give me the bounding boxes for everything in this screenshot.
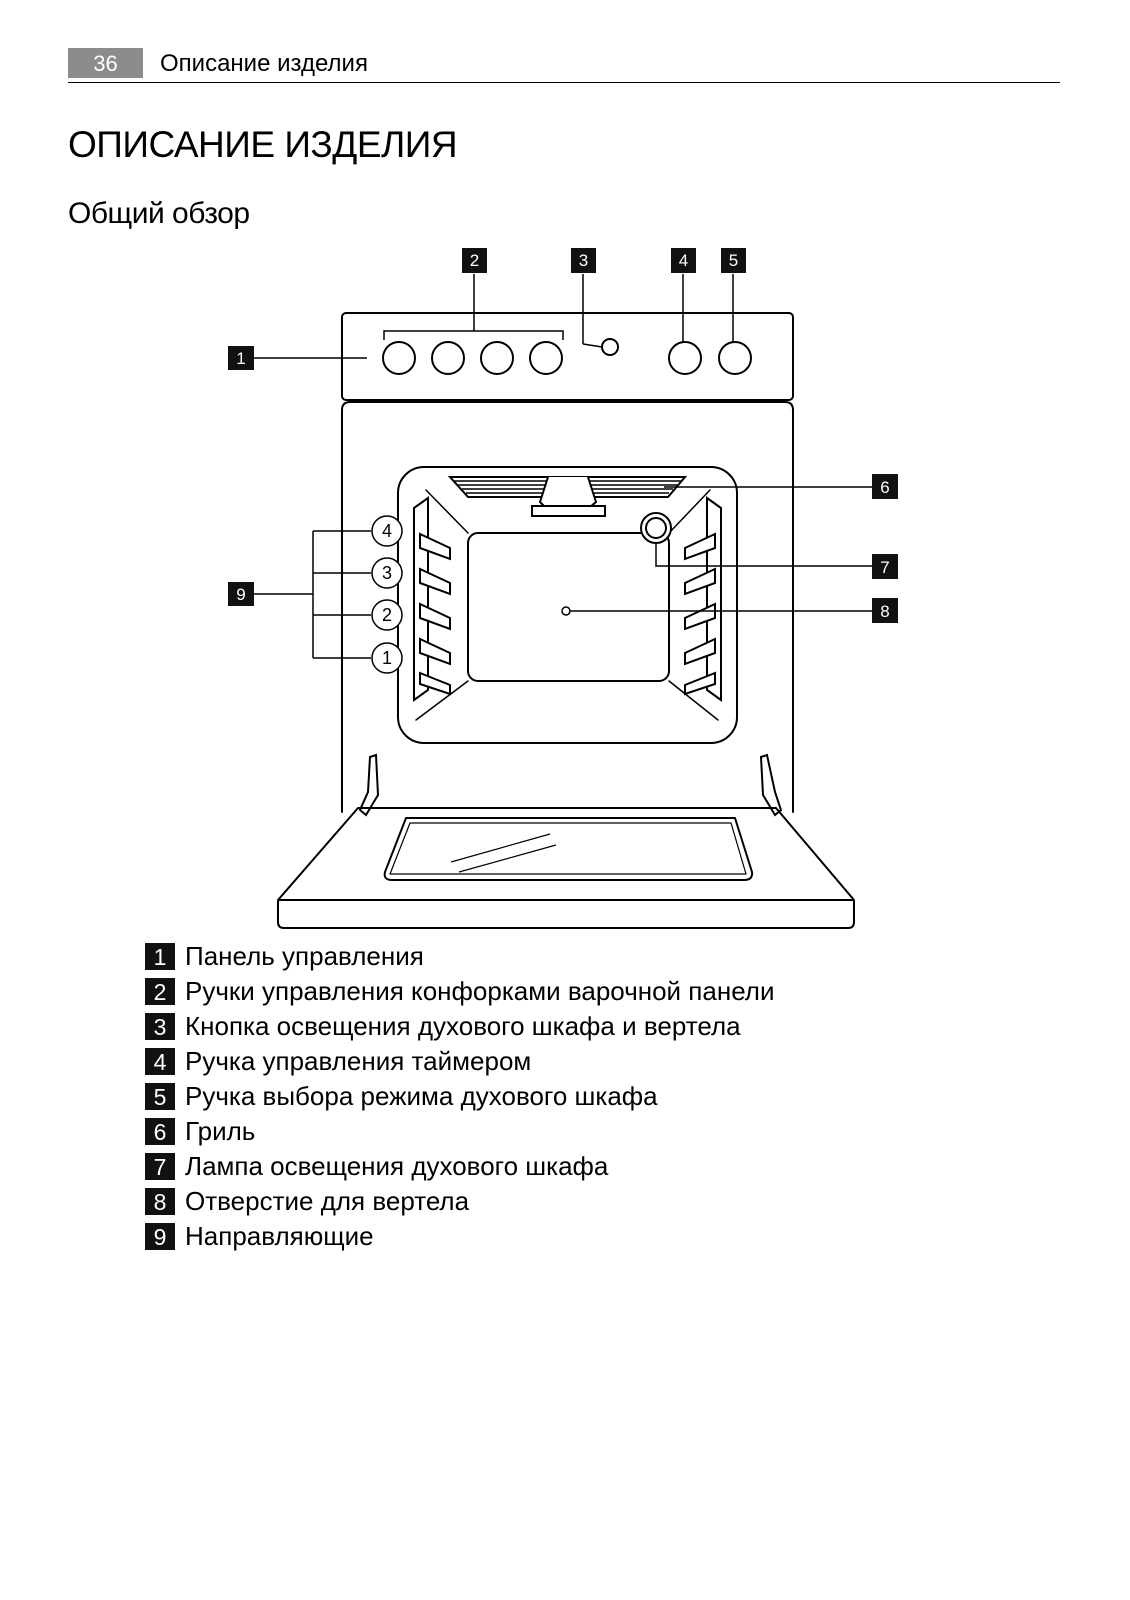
- legend-text: Ручки управления конфорками варочной пан…: [185, 976, 775, 1006]
- legend-item: 8 Отверстие для вертела: [145, 1184, 775, 1219]
- legend-text: Кнопка освещения духового шкафа и вертел…: [185, 1011, 741, 1041]
- leader-lines: [254, 274, 872, 659]
- callout-3-box: [571, 248, 596, 273]
- legend-item: 9 Направляющие: [145, 1219, 775, 1254]
- callout-7-box: [872, 554, 898, 579]
- shelf-level-marker: [371, 515, 403, 547]
- legend-number: 3: [145, 1013, 175, 1040]
- callout-4: 4: [679, 251, 688, 270]
- hob-knob-icon: [529, 341, 563, 375]
- legend-item: 3 Кнопка освещения духового шкафа и верте…: [145, 1009, 775, 1044]
- callout-8-box: [872, 598, 898, 623]
- legend-text: Гриль: [185, 1116, 256, 1146]
- callout-9: 9: [236, 585, 245, 604]
- legend-item: 7 Лампа освещения духового шкафа: [145, 1149, 775, 1184]
- shelf-level-2: 2: [382, 605, 392, 625]
- callout-5: 5: [729, 251, 738, 270]
- legend-text: Панель управления: [185, 941, 424, 971]
- page-number: 36: [68, 48, 143, 78]
- legend-item: 2 Ручки управления конфорками варочной па…: [145, 974, 775, 1009]
- legend-list: 1 Панель управления 2 Ручки управления кон…: [145, 939, 775, 1254]
- callout-1: 1: [236, 349, 245, 368]
- grill-element: [447, 476, 688, 517]
- legend-text: Отверстие для вертела: [185, 1186, 470, 1216]
- callout-7: 7: [880, 558, 889, 577]
- callout-2-box: [462, 248, 487, 273]
- legend-item: 5 Ручка выбора режима духового шкафа: [145, 1079, 775, 1114]
- legend-item: 4 Ручка управления таймером: [145, 1044, 775, 1079]
- legend-item: 1 Панель управления: [145, 939, 775, 974]
- callout-6-box: [872, 474, 898, 499]
- oven-lamp-icon: [640, 512, 672, 544]
- shelf-guides-right: [684, 496, 722, 702]
- legend-item: 6 Гриль: [145, 1114, 775, 1149]
- shelf-level-marker: [371, 599, 403, 631]
- callout-9-box: [228, 582, 254, 606]
- legend-text: Ручка управления таймером: [185, 1046, 532, 1076]
- oven-door: [277, 807, 855, 929]
- running-title: Описание изделия: [160, 50, 368, 77]
- legend-number: 8: [145, 1188, 175, 1215]
- page-header: 36 Описание изделия: [68, 48, 1060, 84]
- oven-body: [341, 401, 794, 813]
- legend-number: 4: [145, 1048, 175, 1075]
- legend-number: 7: [145, 1153, 175, 1180]
- callout-6: 6: [880, 478, 889, 497]
- shelf-guides-left: [413, 496, 451, 702]
- legend-text: Лампа освещения духового шкафа: [185, 1151, 609, 1181]
- door-hinges: [358, 753, 783, 817]
- legend-number: 6: [145, 1118, 175, 1145]
- shelf-level-marker: [371, 642, 403, 674]
- timer-knob-icon: [668, 341, 702, 375]
- header-rule: [68, 82, 1060, 83]
- shelf-level-1: 1: [382, 648, 392, 668]
- hob-knob-icon: [480, 341, 514, 375]
- shelf-level-marker: [371, 557, 403, 589]
- hob-knob-icon: [382, 341, 416, 375]
- callout-1-box: [228, 346, 254, 370]
- section-title: Общий обзор: [68, 197, 250, 230]
- spit-hole-icon: [561, 606, 571, 616]
- callout-8: 8: [880, 602, 889, 621]
- hob-knob-icon: [431, 341, 465, 375]
- legend-text: Ручка выбора режима духового шкафа: [185, 1081, 658, 1111]
- callout-4-box: [671, 248, 696, 273]
- shelf-level-3: 3: [382, 563, 392, 583]
- callout-3: 3: [579, 251, 588, 270]
- oven-back-wall: [467, 532, 670, 682]
- legend-text: Направляющие: [185, 1221, 374, 1251]
- light-button-icon: [601, 338, 619, 356]
- shelf-level-4: 4: [382, 521, 392, 541]
- legend-number: 9: [145, 1223, 175, 1250]
- legend-number: 1: [145, 943, 175, 970]
- mode-knob-icon: [718, 341, 752, 375]
- callout-5-box: [721, 248, 746, 273]
- control-panel: [341, 312, 794, 401]
- oven-diagram: 4 3 2 1 1 2 3 4 5 6 7 8 9: [228, 248, 898, 929]
- legend-number: 5: [145, 1083, 175, 1110]
- callout-2: 2: [470, 251, 479, 270]
- legend-number: 2: [145, 978, 175, 1005]
- page-title: ОПИСАНИЕ ИЗДЕЛИЯ: [68, 124, 458, 165]
